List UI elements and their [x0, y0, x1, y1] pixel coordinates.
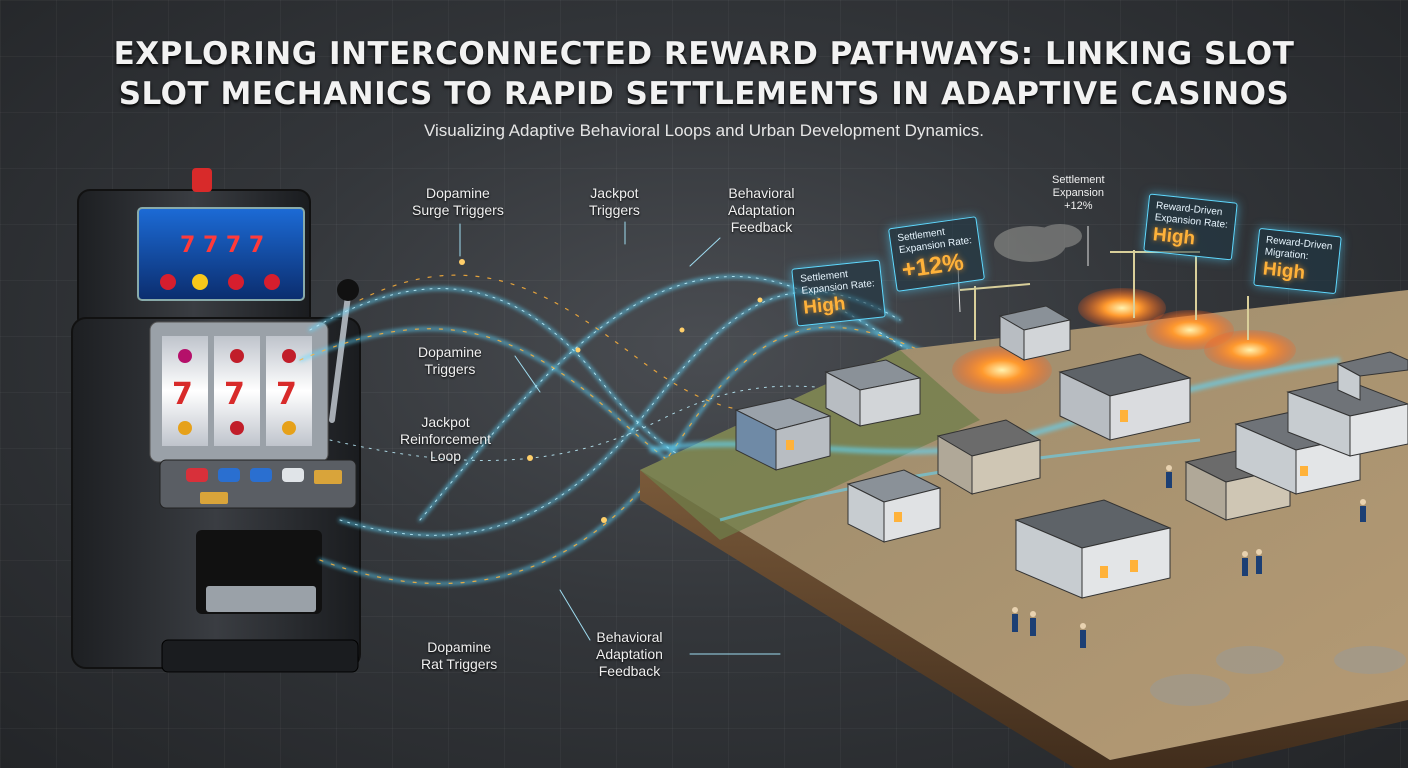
- building-2: [824, 359, 922, 427]
- panel-4-label: Reward-Driven Migration:: [1264, 234, 1333, 263]
- slot-coin-tray: [206, 586, 316, 612]
- subtitle: Visualizing Adaptive Behavioral Loops an…: [423, 121, 985, 140]
- note-settlement-expansion: Settlement Expansion +12%: [1052, 174, 1105, 212]
- panel-settlement-expansion-high: Settlement Expansion Rate: High: [791, 259, 887, 327]
- building-7: [1014, 499, 1172, 599]
- title-line-2: SLOT MECHANICS TO RAPID SETTLEMENTS IN A…: [118, 76, 1290, 112]
- slot-machine: 7 7 7 7 7 7 7: [71, 168, 361, 673]
- panel-reward-driven-expansion: Reward-Driven Expansion Rate: High: [1143, 193, 1239, 261]
- label-behavioral-adaptation-feedback-bottom: Behavioral Adaptation Feedback: [596, 629, 663, 679]
- panel-reward-driven-migration: Reward-Driven Migration: High: [1253, 227, 1342, 295]
- label-dopamine-surge-triggers: Dopamine Surge Triggers: [412, 185, 504, 218]
- building-4: [936, 419, 1042, 495]
- building-1: [734, 397, 832, 471]
- slot-red-light: [192, 168, 212, 192]
- panel-4-value: High: [1261, 258, 1307, 284]
- svg-text:7 7 7 7: 7 7 7 7: [180, 233, 264, 258]
- settlement-buildings: [734, 305, 1408, 599]
- building-5: [998, 305, 1072, 361]
- svg-text:7: 7: [276, 377, 297, 412]
- svg-text:7: 7: [172, 377, 193, 412]
- label-jackpot-reinforcement-loop: Jackpot Reinforcement Loop: [400, 414, 492, 464]
- label-jackpot-triggers: Jackpot Triggers: [589, 185, 640, 218]
- slot-lever-knob: [337, 279, 359, 301]
- construction-glow-2: [1078, 288, 1166, 328]
- slot-top-screen: [137, 207, 305, 301]
- title-line-1: EXPLORING INTERCONNECTED REWARD PATHWAYS…: [113, 36, 1295, 72]
- svg-text:7: 7: [224, 377, 245, 412]
- slot-lever: [329, 293, 351, 423]
- panel-settlement-expansion-rate: Settlement Expansion Rate: +12%: [887, 216, 986, 292]
- slot-base: [161, 639, 359, 673]
- construction-zones: [952, 250, 1296, 394]
- label-behavioral-adaptation-feedback-top: Behavioral Adaptation Feedback: [728, 185, 795, 235]
- building-3: [846, 469, 942, 543]
- label-dopamine-rat-triggers: Dopamine Rat Triggers: [421, 639, 498, 672]
- dust-clouds: [994, 224, 1406, 706]
- label-dopamine-triggers: Dopamine Triggers: [418, 344, 482, 377]
- construction-glow-4: [1204, 330, 1296, 370]
- building-6: [1058, 353, 1192, 441]
- terrain-soil-side: [640, 470, 1408, 768]
- building-10: [1286, 379, 1408, 457]
- workers: [1012, 465, 1366, 648]
- building-11: [1336, 351, 1408, 401]
